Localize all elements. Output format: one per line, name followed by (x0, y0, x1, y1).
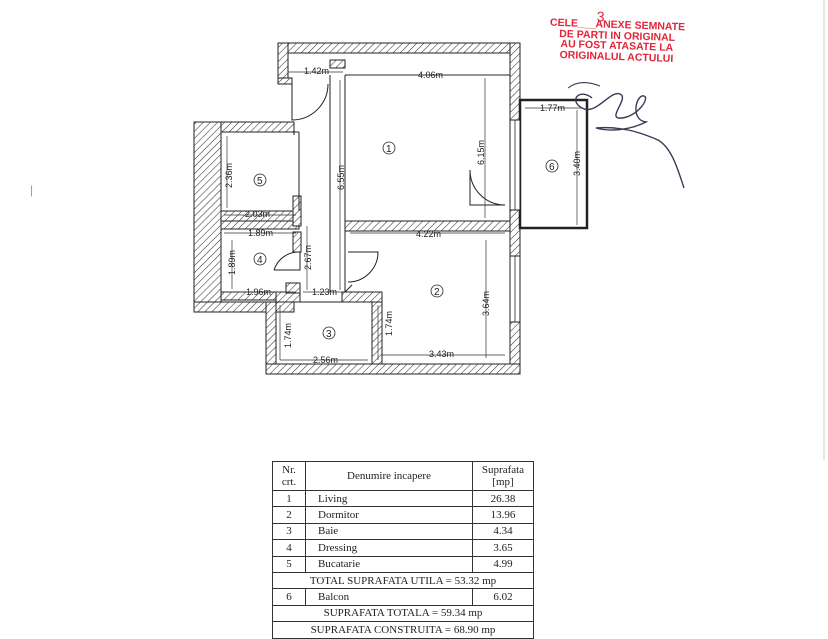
row-area: 4.34 (472, 522, 534, 541)
dim-2-67: 2.67m (303, 245, 313, 270)
row-area: 4.99 (472, 555, 534, 573)
row-nr: 4 (272, 539, 306, 557)
stamp-number: 3 (596, 8, 605, 25)
row-area: 26.38 (472, 489, 534, 508)
dim-2-03: 2.03m (245, 209, 270, 219)
dim-1-23: 1.23m (312, 287, 337, 297)
row-area: 6.02 (472, 588, 534, 606)
table-row: 5 Bucatarie 4.99 (272, 555, 534, 573)
dim-1-89-h: 1.89m (248, 228, 273, 238)
row-nr: 2 (272, 506, 306, 524)
dim-4-22: 4.22m (416, 229, 441, 239)
table-row: 2 Dormitor 13.96 (272, 506, 534, 524)
table-header-row: Nr. crt. Denumire incapere Suprafata [mp… (272, 461, 534, 491)
row-name: Dormitor (305, 506, 473, 524)
row-area: 13.96 (472, 506, 534, 524)
dim-2-56: 2.56m (313, 355, 338, 365)
room-area-table: Nr. crt. Denumire incapere Suprafata [mp… (272, 461, 534, 639)
dim-1-96: 1.96m (246, 287, 271, 297)
dim-2-36: 2.36m (224, 163, 234, 188)
room-3-number: 3 (326, 329, 332, 340)
doors (273, 83, 506, 293)
svg-text:|: | (30, 183, 33, 197)
row-area: 3.65 (472, 539, 534, 557)
row-nr: 1 (272, 489, 306, 508)
dim-3-43: 3.43m (429, 349, 454, 359)
total-row: SUPRAFATA TOTALA = 59.34 mp (272, 604, 534, 623)
dim-3-40: 3.40m (572, 151, 582, 176)
dim-6-15: 6.15m (476, 140, 486, 165)
floor-plan: 1.42m 4.06m 1.77m 6.15m 6.55m 3.40m 2.36… (30, 0, 825, 460)
row-nr: 6 (272, 588, 306, 606)
row-nr: 5 (272, 555, 306, 573)
dim-4-06: 4.06m (418, 70, 443, 80)
row-name: Baie (305, 522, 473, 541)
balcony (509, 98, 589, 230)
built-area: SUPRAFATA CONSTRUITA = 68.90 mp (272, 621, 534, 639)
table-row: 1 Living 26.38 (272, 489, 534, 508)
dim-1-89-v: 1.89m (227, 250, 237, 275)
row-name: Living (305, 489, 473, 508)
table-row: 6 Balcon 6.02 (272, 588, 534, 606)
room-2-number: 2 (434, 287, 440, 298)
row-name: Dressing (305, 539, 473, 557)
room-1-number: 1 (386, 144, 392, 155)
total-util-row: TOTAL SUPRAFATA UTILA = 53.32 mp (272, 571, 534, 590)
room-5-number: 5 (257, 176, 263, 187)
dim-1-74-b: 1.74m (384, 311, 394, 336)
constructa-row: SUPRAFATA CONSTRUITA = 68.90 mp (272, 621, 534, 639)
annex-stamp: 3 CELE___ANEXE SEMNATE DE PARTI IN ORIGI… (531, 8, 702, 65)
header-area: Suprafata [mp] (472, 461, 534, 491)
row-name: Balcon (305, 588, 473, 606)
row-nr: 3 (272, 522, 306, 541)
dim-1-77: 1.77m (540, 103, 565, 113)
header-name: Denumire incapere (305, 461, 473, 491)
dim-6-55: 6.55m (336, 165, 346, 190)
dimension-labels: 1.42m 4.06m 1.77m 6.15m 6.55m 3.40m 2.36… (224, 66, 582, 365)
dim-1-42: 1.42m (304, 66, 329, 76)
walls (193, 42, 521, 375)
row-name: Bucatarie (305, 555, 473, 573)
table-row: 3 Baie 4.34 (272, 522, 534, 541)
dim-1-74-a: 1.74m (283, 323, 293, 348)
room-6-number: 6 (549, 162, 555, 173)
table-row: 4 Dressing 3.65 (272, 539, 534, 557)
handwritten-signature (567, 81, 685, 189)
dim-3-64: 3.64m (481, 291, 491, 316)
total-area: SUPRAFATA TOTALA = 59.34 mp (272, 604, 534, 623)
total-util: TOTAL SUPRAFATA UTILA = 53.32 mp (272, 571, 534, 590)
room-4-number: 4 (257, 255, 263, 266)
header-nr: Nr. crt. (272, 461, 306, 491)
dimension-lines (224, 71, 582, 361)
room-numbers (253, 141, 559, 340)
